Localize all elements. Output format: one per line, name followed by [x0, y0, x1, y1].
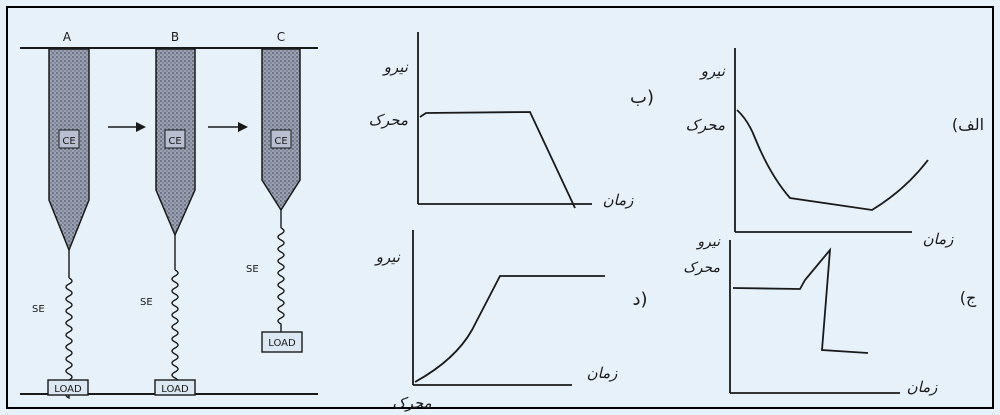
arrow-right-icon: [238, 122, 248, 132]
column-c-label: C: [277, 30, 285, 44]
graph-dal: نیرو محرک زمان د): [374, 230, 648, 412]
load-box-b: [154, 379, 196, 396]
graph-alef-curve: [736, 109, 929, 211]
graph-alef-marker: (الف: [952, 115, 984, 134]
graph-alef-ylabel2: محرک: [686, 116, 725, 134]
column-a-label: A: [63, 30, 72, 44]
load-box-a: [47, 379, 89, 396]
se-label-c: SE: [246, 264, 259, 275]
column-b: B CE SE LOAD: [140, 30, 196, 396]
graph-dal-xlabel: زمان: [587, 364, 619, 382]
load-label-a: LOAD: [54, 384, 82, 395]
graph-dal-ylabel2: محرک: [392, 394, 431, 412]
column-a: A CE SE LOAD: [32, 30, 90, 400]
graph-jim-ylabel: نیرو: [695, 234, 721, 250]
load-label-b: LOAD: [161, 384, 189, 395]
graph-jim-xlabel: زمان: [907, 378, 939, 396]
graph-be-xlabel: زمان: [603, 191, 635, 209]
graph-alef-ylabel: نیرو: [699, 62, 726, 80]
graph-be-ylabel: نیرو: [382, 58, 409, 76]
se-label-a: SE: [32, 304, 45, 315]
series-elastic-spring-b: [171, 235, 179, 392]
diagram-frame: [6, 6, 994, 409]
graph-be-curve: [419, 111, 576, 209]
graph-dal-marker: د): [632, 289, 647, 310]
arrow-right-icon: [136, 122, 146, 132]
column-b-label: B: [171, 30, 179, 44]
series-elastic-spring-a: [65, 250, 73, 400]
series-elastic-spring-c: [277, 210, 285, 332]
ce-label-c: CE: [274, 136, 287, 147]
graph-be: نیرو محرک زمان ب): [369, 32, 654, 209]
column-c: C CE SE LOAD: [246, 30, 303, 353]
graph-alef: نیرو محرک زمان (الف: [686, 48, 984, 248]
graph-dal-curve: [414, 275, 605, 383]
graph-jim-ylabel2: محرک: [683, 260, 720, 276]
graph-be-marker: ب): [630, 87, 654, 108]
graph-jim-marker: (ج: [960, 288, 977, 308]
contractile-element-a: [48, 48, 90, 253]
graph-jim: نیرو محرک زمان (ج: [683, 234, 977, 396]
graph-alef-xlabel: زمان: [923, 230, 955, 248]
graph-jim-curve: [732, 247, 869, 354]
graph-be-ylabel2: محرک: [369, 111, 408, 129]
ce-label-b: CE: [168, 136, 181, 147]
load-label-c: LOAD: [268, 338, 296, 349]
ce-label-a: CE: [62, 136, 75, 147]
se-label-b: SE: [140, 297, 153, 308]
load-box-c: [261, 331, 303, 353]
graph-dal-ylabel: نیرو: [374, 248, 401, 266]
